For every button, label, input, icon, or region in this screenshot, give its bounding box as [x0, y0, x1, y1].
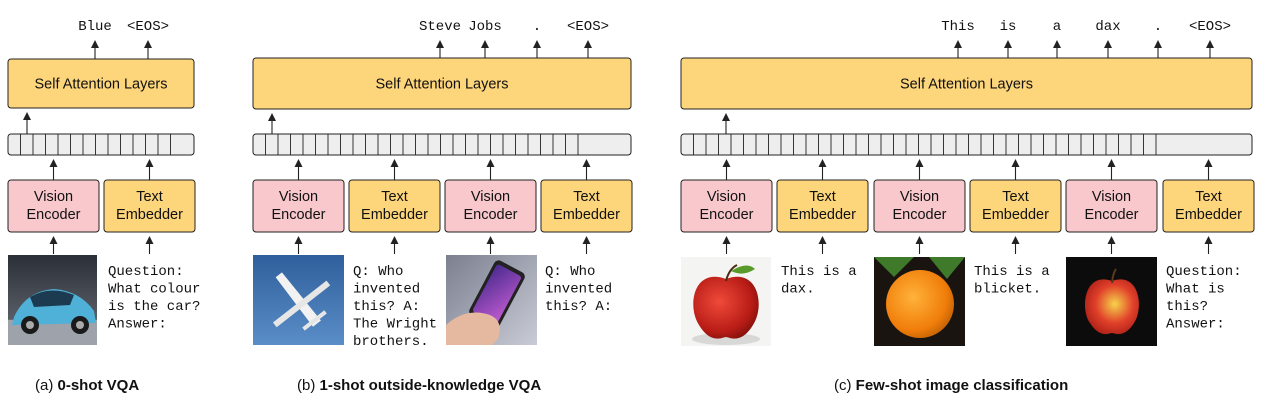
box-label-line1: Text — [136, 189, 163, 205]
text-embedder-box — [103, 179, 196, 233]
output-token: Jobs — [468, 19, 502, 35]
self-attention-box — [252, 57, 632, 110]
box-label-line1: Vision — [900, 189, 939, 205]
box-label-line2: Embedder — [116, 207, 183, 223]
box-label-line2: Embedder — [982, 207, 1049, 223]
box-label-line2: Encoder — [26, 207, 80, 223]
input-text-line: dax. — [781, 282, 815, 298]
input-text-line: invented — [545, 282, 612, 298]
box-label-line1: Text — [1195, 189, 1222, 205]
input-text-line: Answer: — [1166, 317, 1225, 333]
output-token: Steve — [419, 19, 461, 35]
output-token: Blue — [78, 19, 112, 35]
box-label-line2: Encoder — [271, 207, 325, 223]
output-token: dax — [1095, 19, 1120, 35]
box-label-line2: Embedder — [361, 207, 428, 223]
input-text-line: The Wright — [353, 317, 437, 333]
vision-encoder-box — [252, 179, 345, 233]
box-label-line1: Vision — [279, 189, 318, 205]
apple2-image — [1066, 257, 1157, 346]
input-text-line: brothers. — [353, 334, 429, 350]
car-image — [8, 255, 97, 345]
text-embedder-box — [969, 179, 1062, 233]
self-attention-label: Self Attention Layers — [900, 77, 1033, 93]
input-text-line: What colour — [108, 282, 200, 298]
box-label-line1: Text — [1002, 189, 1029, 205]
output-token: . — [533, 19, 541, 35]
panel-caption: (c) Few-shot image classification — [834, 377, 1068, 394]
output-token: is — [1000, 19, 1017, 35]
output-token: <EOS> — [127, 19, 169, 35]
token-sequence — [252, 133, 632, 156]
box-label-line2: Encoder — [892, 207, 946, 223]
box-label-line2: Embedder — [553, 207, 620, 223]
vision-encoder-box — [7, 179, 100, 233]
box-label-line1: Vision — [1092, 189, 1131, 205]
vision-encoder-box — [873, 179, 966, 233]
input-text-line: Question: — [1166, 264, 1242, 280]
airplane-image — [253, 255, 344, 345]
token-sequence — [680, 133, 1253, 156]
box-label-line1: Vision — [471, 189, 510, 205]
input-text-line: Q: Who — [353, 264, 403, 280]
box-label-line1: Vision — [34, 189, 73, 205]
input-text-line: this? — [1166, 299, 1208, 315]
box-label-line2: Encoder — [463, 207, 517, 223]
caption-title: 1-shot outside-knowledge VQA — [320, 377, 542, 394]
caption-title: 0-shot VQA — [58, 377, 140, 394]
panel-caption: (b) 1-shot outside-knowledge VQA — [297, 377, 541, 394]
input-text-line: this? A: — [353, 299, 420, 315]
input-text-line: Question: — [108, 264, 184, 280]
vision-encoder-box — [680, 179, 773, 233]
orange-image — [874, 257, 965, 346]
input-text-line: What is — [1166, 282, 1225, 298]
self-attention-label: Self Attention Layers — [35, 77, 168, 93]
caption-prefix: (a) — [35, 377, 58, 394]
caption-prefix: (c) — [834, 377, 856, 394]
input-text-line: blicket. — [974, 282, 1041, 298]
self-attention-label: Self Attention Layers — [376, 77, 509, 93]
self-attention-box — [680, 57, 1253, 110]
box-label-line2: Encoder — [699, 207, 753, 223]
box-label-line1: Vision — [707, 189, 746, 205]
panel-b: Steve Jobs. <EOS> Self Attention LayersVisi… — [252, 19, 633, 394]
input-text-line: this? A: — [545, 299, 612, 315]
output-token: . — [1154, 19, 1162, 35]
box-label-line1: Text — [809, 189, 836, 205]
text-embedder-box — [348, 179, 441, 233]
apple-image — [681, 257, 771, 346]
vision-encoder-box — [1065, 179, 1158, 233]
panel-caption: (a) 0-shot VQA — [35, 377, 139, 394]
input-text-line: This is a — [781, 264, 857, 280]
output-token: a — [1053, 19, 1061, 35]
input-text-line: Q: Who — [545, 264, 595, 280]
text-embedder-box — [1162, 179, 1255, 233]
box-label-line2: Embedder — [1175, 207, 1242, 223]
vision-encoder-box — [444, 179, 537, 233]
output-token: This — [941, 19, 975, 35]
box-label-line2: Encoder — [1084, 207, 1138, 223]
self-attention-box — [7, 58, 195, 109]
box-label-line1: Text — [573, 189, 600, 205]
caption-title: Few-shot image classification — [856, 377, 1069, 394]
panel-a: Blue <EOS> Self Attention LayersVisionEnco… — [7, 19, 200, 394]
caption-prefix: (b) — [297, 377, 320, 394]
token-sequence — [7, 133, 195, 156]
phone-image — [446, 255, 537, 345]
input-text-line: This is a — [974, 264, 1050, 280]
output-token: <EOS> — [1189, 19, 1231, 35]
input-text-line: invented — [353, 282, 420, 298]
panel-c: This is a dax. <EOS> Self Attention LayersVis… — [680, 19, 1255, 394]
output-token: <EOS> — [567, 19, 609, 35]
box-label-line2: Embedder — [789, 207, 856, 223]
input-text-line: is the car? — [108, 299, 200, 315]
text-embedder-box — [540, 179, 633, 233]
box-label-line1: Text — [381, 189, 408, 205]
text-embedder-box — [776, 179, 869, 233]
input-text-line: Answer: — [108, 317, 167, 333]
